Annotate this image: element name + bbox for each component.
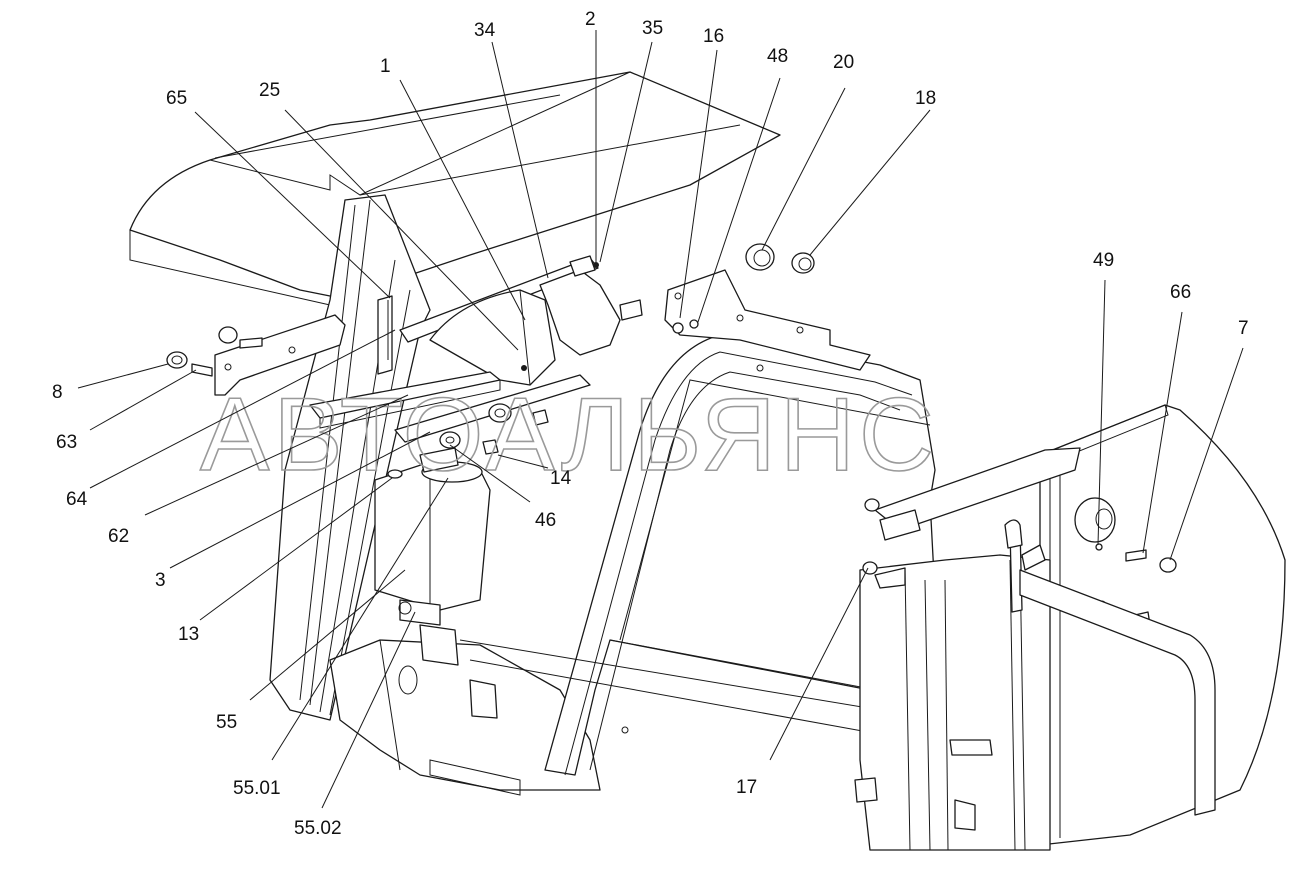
callout-55: 55 (216, 712, 237, 733)
callout-55-01: 55.01 (233, 778, 281, 799)
callout-65: 65 (166, 88, 187, 109)
callout-8: 8 (52, 382, 63, 403)
washer-reservoir (374, 447, 491, 666)
top-hinge-bracket (664, 243, 871, 371)
callout-3: 3 (155, 570, 166, 591)
callout-14: 14 (550, 468, 572, 489)
lower-body (329, 639, 601, 796)
callout-1: 1 (380, 56, 391, 77)
roof-panel (129, 71, 781, 306)
callout-18: 18 (915, 88, 936, 109)
callout-62: 62 (108, 526, 129, 547)
callout-48: 48 (767, 46, 788, 67)
callout-49: 49 (1093, 250, 1114, 271)
callout-55-02: 55.02 (294, 818, 342, 839)
right-door (854, 447, 1216, 851)
callout-16: 16 (703, 26, 724, 47)
callout-66: 66 (1170, 282, 1191, 303)
callout-7: 7 (1238, 318, 1249, 339)
watermark-text: АВТОАЛЬЯНС (200, 377, 938, 493)
callouts: 65 25 1 34 2 35 16 48 20 18 49 66 7 8 63… (52, 9, 1249, 839)
callout-34: 34 (474, 20, 496, 41)
leader-lines (77, 30, 1244, 809)
callout-46: 46 (535, 510, 556, 531)
callout-25: 25 (259, 80, 280, 101)
left-bracket (166, 314, 346, 396)
callout-17: 17 (736, 777, 757, 798)
callout-13: 13 (178, 624, 199, 645)
callout-20: 20 (833, 52, 854, 73)
fasteners-center (387, 403, 549, 479)
callout-35: 35 (642, 18, 663, 39)
callout-64: 64 (66, 489, 88, 510)
wiper-motor (377, 255, 643, 386)
callout-63: 63 (56, 432, 77, 453)
callout-2: 2 (585, 9, 596, 30)
